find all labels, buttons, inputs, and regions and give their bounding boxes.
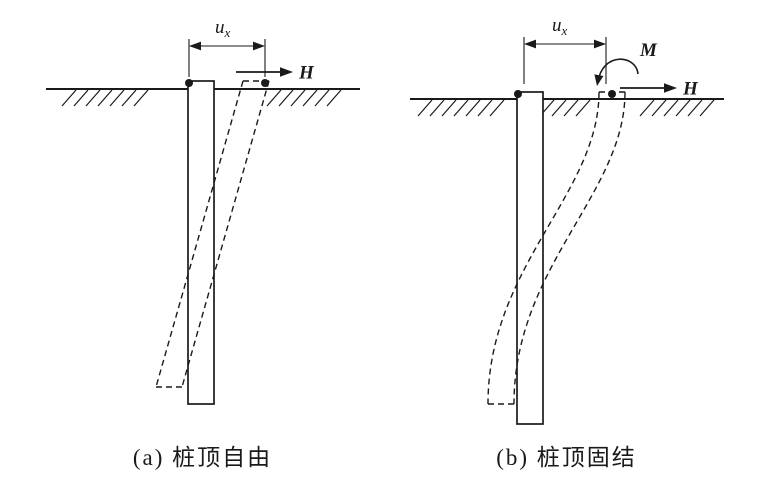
pile-top-dot xyxy=(513,90,522,98)
diagram-a: ux H xyxy=(45,17,360,405)
h-force: H xyxy=(235,63,315,84)
deflected-left-edge xyxy=(154,80,244,388)
ux-arrowhead-right xyxy=(252,41,265,51)
soil-hatch-right xyxy=(266,89,341,107)
soil-hatch-middle xyxy=(539,99,590,117)
m-arrow-arc xyxy=(596,58,639,83)
soil-hatch-left xyxy=(417,99,504,117)
deflected-top-dot xyxy=(260,79,269,87)
pile-original xyxy=(186,80,215,405)
deflected-right-edge xyxy=(180,80,270,388)
caption-b: (b) 桩顶固结 xyxy=(496,445,637,470)
ux-arrowhead-right xyxy=(593,39,606,49)
h-arrowhead xyxy=(279,67,293,77)
caption-a: (a) 桩顶自由 xyxy=(132,445,273,470)
m-arrowhead xyxy=(593,74,603,86)
ux-dimension: ux xyxy=(522,15,607,84)
ux-label: ux xyxy=(552,15,568,38)
h-arrowhead xyxy=(663,83,677,93)
diagram-b: ux M H xyxy=(409,15,724,425)
h-force: H xyxy=(619,79,699,100)
pile-top-dot xyxy=(184,79,193,87)
soil-hatch-right xyxy=(639,99,714,117)
ux-arrowhead-left xyxy=(188,41,201,51)
ux-label: ux xyxy=(215,17,231,40)
soil-hatch-left xyxy=(61,89,148,107)
panel-b: ux M H (b) 桩顶固结 xyxy=(402,4,732,472)
deflected-left-edge xyxy=(486,91,600,405)
h-label: H xyxy=(682,79,699,100)
pile-deflected-outline xyxy=(486,91,626,405)
deflected-top-dot xyxy=(607,90,616,98)
ux-dimension: ux xyxy=(187,17,266,77)
deflected-right-edge xyxy=(512,91,626,405)
ux-arrowhead-left xyxy=(523,39,536,49)
panel-a: ux H (a) 桩顶自由 xyxy=(38,4,368,472)
m-label: M xyxy=(639,40,658,61)
h-label: H xyxy=(298,63,315,84)
m-moment: M xyxy=(593,40,658,86)
